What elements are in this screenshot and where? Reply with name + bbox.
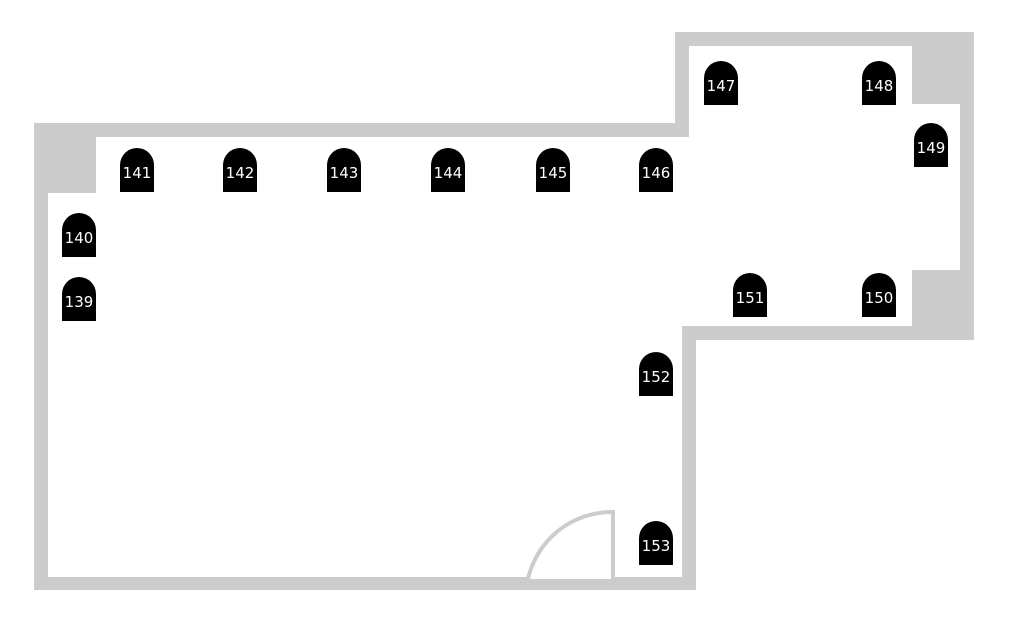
marker-150[interactable]: 150: [862, 273, 896, 317]
door: [525, 509, 615, 585]
marker-label: 151: [736, 289, 765, 307]
marker-shape: [431, 148, 465, 192]
marker-label: 148: [865, 77, 894, 95]
marker-shape: [62, 213, 96, 257]
marker-label: 143: [330, 164, 359, 182]
marker-142[interactable]: 142: [223, 148, 257, 192]
marker-label: 153: [642, 537, 671, 555]
marker-label: 145: [539, 164, 568, 182]
marker-label: 144: [434, 164, 463, 182]
marker-146[interactable]: 146: [639, 148, 673, 192]
marker-shape: [733, 273, 767, 317]
marker-143[interactable]: 143: [327, 148, 361, 192]
marker-145[interactable]: 145: [536, 148, 570, 192]
marker-shape: [120, 148, 154, 192]
marker-label: 150: [865, 289, 894, 307]
marker-shape: [704, 61, 738, 105]
marker-141[interactable]: 141: [120, 148, 154, 192]
marker-shape: [914, 123, 948, 167]
marker-shape: [862, 273, 896, 317]
marker-label: 147: [707, 77, 736, 95]
marker-139[interactable]: 139: [62, 277, 96, 321]
markers-layer: 139 140 141 142 143 144 145 146 147 148 149 150 151 1…: [62, 61, 948, 565]
marker-140[interactable]: 140: [62, 213, 96, 257]
marker-shape: [327, 148, 361, 192]
door-leaf: [525, 509, 615, 585]
marker-label: 142: [226, 164, 255, 182]
marker-147[interactable]: 147: [704, 61, 738, 105]
marker-151[interactable]: 151: [733, 273, 767, 317]
marker-152[interactable]: 152: [639, 352, 673, 396]
wall-column: [48, 137, 96, 193]
marker-label: 139: [65, 293, 94, 311]
marker-label: 152: [642, 368, 671, 386]
marker-shape: [639, 521, 673, 565]
marker-label: 141: [123, 164, 152, 182]
marker-148[interactable]: 148: [862, 61, 896, 105]
marker-shape: [62, 277, 96, 321]
marker-shape: [536, 148, 570, 192]
marker-shape: [639, 148, 673, 192]
room-floor: [48, 46, 960, 577]
marker-label: 146: [642, 164, 671, 182]
marker-label: 149: [917, 139, 946, 157]
door-gap: [527, 575, 615, 579]
marker-153[interactable]: 153: [639, 521, 673, 565]
wall-column: [912, 46, 960, 104]
marker-149[interactable]: 149: [914, 123, 948, 167]
marker-shape: [639, 352, 673, 396]
marker-shape: [862, 61, 896, 105]
wall-column: [912, 270, 960, 326]
marker-label: 140: [65, 229, 94, 247]
marker-shape: [223, 148, 257, 192]
marker-144[interactable]: 144: [431, 148, 465, 192]
